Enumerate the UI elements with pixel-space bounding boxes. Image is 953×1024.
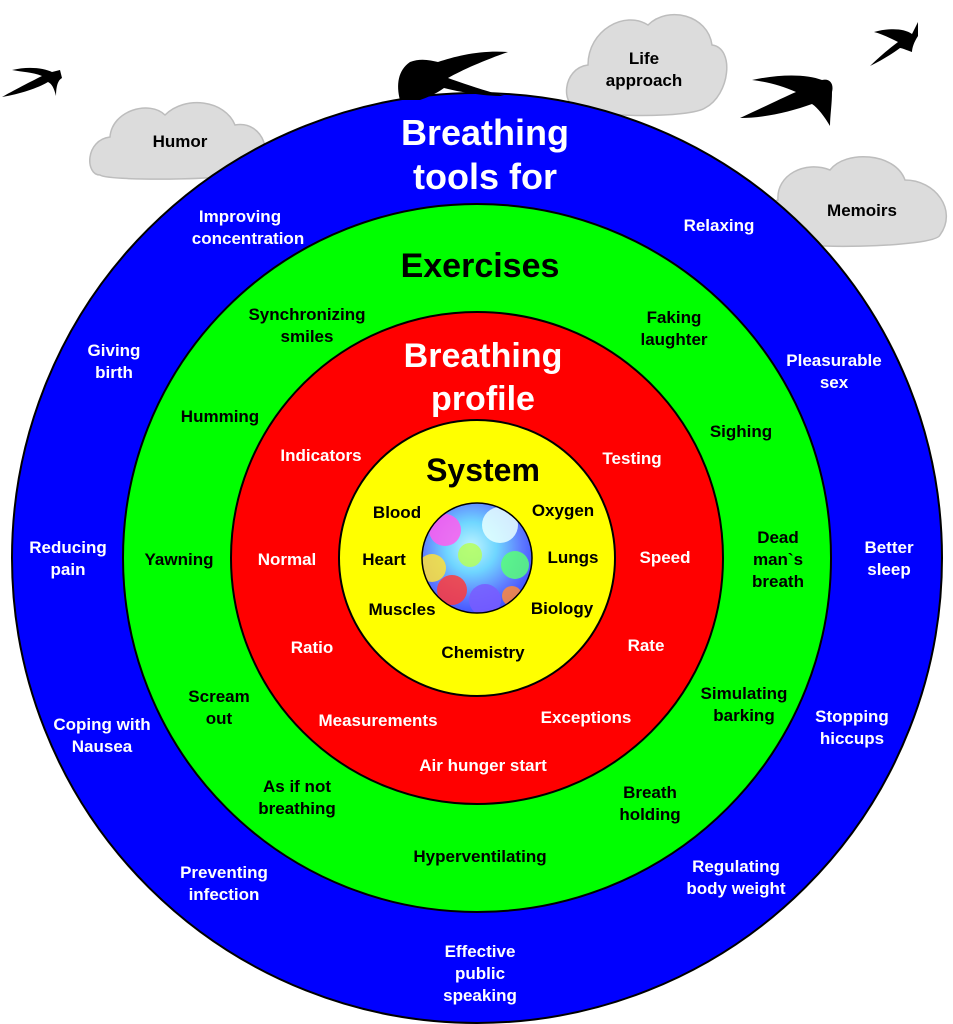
exercise-synchronizing-smiles-1: Synchronizing [248, 305, 365, 324]
profile-measurements: Measurements [318, 711, 437, 730]
system-chemistry: Chemistry [441, 643, 525, 662]
tool-pleasurable-sex-1: Pleasurable [786, 351, 881, 370]
exercise-faking-laughter-1: Faking [647, 308, 702, 327]
profile-indicators: Indicators [280, 446, 361, 465]
tool-regulating-body-weight-1: Regulating [692, 857, 780, 876]
cloud-memoirs: Memoirs [759, 155, 947, 248]
core-orb [421, 502, 533, 614]
cloud-life-label-1: Life [629, 49, 659, 68]
cloud-humor: Humor [89, 101, 266, 180]
outer-title-line1: Breathing [401, 112, 569, 153]
outer-title-line2: tools for [413, 156, 557, 197]
system-title: System [426, 452, 540, 488]
tool-preventing-infection-2: infection [189, 885, 260, 904]
exercise-hyperventilating: Hyperventilating [413, 847, 546, 866]
profile-title-line1: Breathing [404, 337, 563, 375]
tool-coping-with-nausea-2: Nausea [72, 737, 133, 756]
exercise-humming: Humming [181, 407, 259, 426]
exercise-yawning: Yawning [145, 550, 214, 569]
exercise-dead-mans-breath-1: Dead [757, 528, 799, 547]
exercise-simulating-barking-1: Simulating [701, 684, 788, 703]
tool-better-sleep-1: Better [864, 538, 914, 557]
tool-coping-with-nausea-1: Coping with [53, 715, 150, 734]
tool-improving-concentration-2: concentration [192, 229, 304, 248]
tool-public-speaking-3: speaking [443, 986, 517, 1005]
exercise-faking-laughter-2: laughter [640, 330, 707, 349]
tool-public-speaking-1: Effective [445, 942, 516, 961]
system-lungs: Lungs [548, 548, 599, 567]
exercise-sighing: Sighing [710, 422, 772, 441]
exercise-scream-out-2: out [206, 709, 233, 728]
cloud-humor-label: Humor [153, 132, 208, 151]
profile-ratio: Ratio [291, 638, 334, 657]
tool-relaxing: Relaxing [684, 216, 755, 235]
exercise-simulating-barking-2: barking [713, 706, 774, 725]
tool-stopping-hiccups-2: hiccups [820, 729, 884, 748]
system-heart: Heart [362, 550, 406, 569]
system-oxygen: Oxygen [532, 501, 594, 520]
profile-exceptions: Exceptions [541, 708, 632, 727]
swallow-icon [740, 75, 833, 126]
profile-title-line2: profile [431, 380, 535, 418]
exercise-dead-mans-breath-2: man`s [753, 550, 803, 569]
cloud-memoirs-label: Memoirs [827, 201, 897, 220]
swallow-icon [2, 67, 62, 97]
exercises-title: Exercises [401, 247, 560, 285]
tool-reducing-pain-1: Reducing [29, 538, 106, 557]
swallow-icon [870, 22, 918, 66]
cloud-life-label-2: approach [606, 71, 683, 90]
exercise-as-if-not-breathing-2: breathing [258, 799, 335, 818]
cloud-life-approach: Life approach [565, 14, 728, 117]
profile-speed: Speed [639, 548, 690, 567]
profile-rate: Rate [628, 636, 665, 655]
tool-giving-birth-2: birth [95, 363, 133, 382]
tool-pleasurable-sex-2: sex [820, 373, 849, 392]
tool-improving-concentration-1: Improving [199, 207, 281, 226]
tool-reducing-pain-2: pain [51, 560, 86, 579]
exercise-breath-holding-2: holding [619, 805, 680, 824]
exercise-breath-holding-1: Breath [623, 783, 677, 802]
exercise-as-if-not-breathing-1: As if not [263, 777, 331, 796]
profile-normal: Normal [258, 550, 317, 569]
tool-better-sleep-2: sleep [867, 560, 910, 579]
tool-regulating-body-weight-2: body weight [686, 879, 786, 898]
exercise-scream-out-1: Scream [188, 687, 249, 706]
profile-testing: Testing [602, 449, 661, 468]
exercise-synchronizing-smiles-2: smiles [281, 327, 334, 346]
swallow-icon [398, 51, 508, 100]
profile-air-hunger-start: Air hunger start [419, 756, 547, 775]
tool-giving-birth-1: Giving [88, 341, 141, 360]
tool-stopping-hiccups-1: Stopping [815, 707, 889, 726]
system-biology: Biology [531, 599, 594, 618]
system-muscles: Muscles [368, 600, 435, 619]
tool-preventing-infection-1: Preventing [180, 863, 268, 882]
exercise-dead-mans-breath-3: breath [752, 572, 804, 591]
tool-public-speaking-2: public [455, 964, 505, 983]
birds [2, 22, 918, 126]
system-blood: Blood [373, 503, 421, 522]
